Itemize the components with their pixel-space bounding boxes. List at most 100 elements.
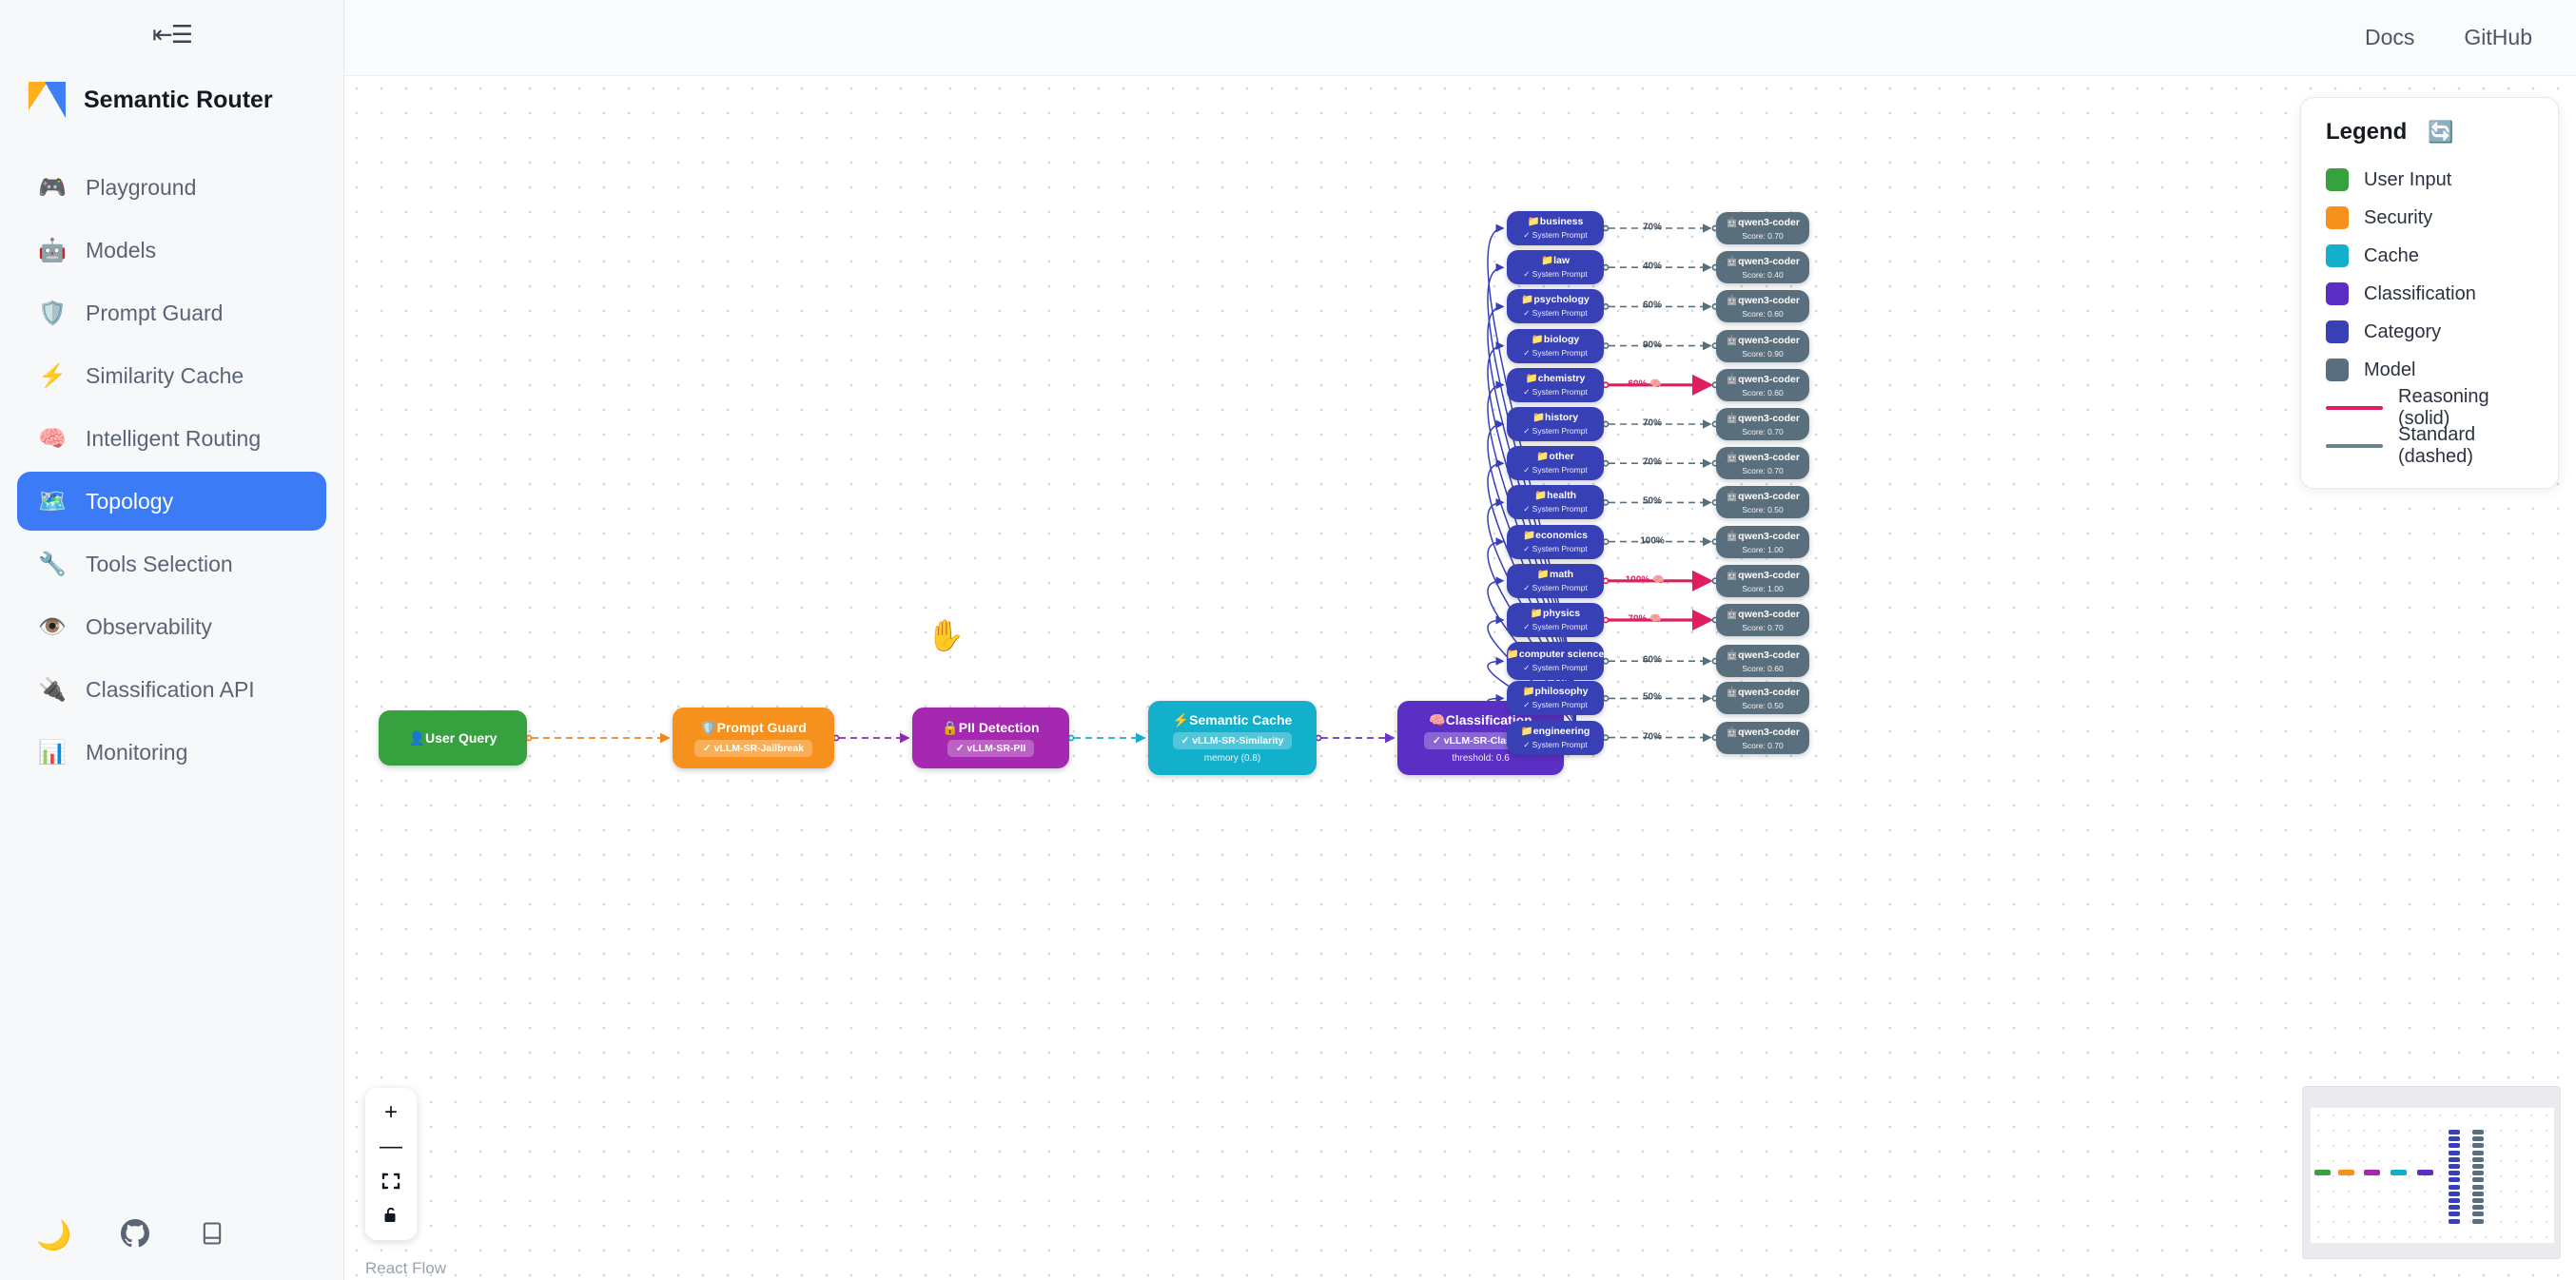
model-label: 🤖qwen3-coder: [1726, 295, 1800, 307]
minimap-node-model-7: [2472, 1177, 2484, 1183]
zoom-in-button[interactable]: +: [383, 1099, 398, 1125]
node-category-other[interactable]: 📁other✓ System Prompt: [1507, 446, 1604, 481]
node-category-chemistry[interactable]: 📁chemistry✓ System Prompt: [1507, 367, 1604, 402]
topbar-link-github[interactable]: GitHub: [2464, 25, 2532, 49]
node-category-economics[interactable]: 📁economics✓ System Prompt: [1507, 524, 1604, 559]
fit-view-icon[interactable]: [365, 1164, 417, 1198]
sidebar-item-icon: 🔌: [38, 676, 67, 703]
node-category-biology[interactable]: 📁biology✓ System Prompt: [1507, 328, 1604, 363]
sidebar-item-tools-selection[interactable]: 🔧Tools Selection: [17, 534, 326, 593]
sidebar: ⇤☰ Semantic Router 🎮Playground🤖Models🛡️P…: [0, 0, 344, 1280]
category-sub: ✓ System Prompt: [1523, 663, 1588, 673]
category-label: 📁computer science: [1506, 649, 1605, 661]
legend-label: Security: [2364, 206, 2433, 228]
category-label: 📁law: [1541, 255, 1570, 267]
node-prompt-guard[interactable]: 🛡️Prompt Guard✓ vLLM-SR-Jailbreak: [673, 708, 834, 768]
node-category-health[interactable]: 📁health✓ System Prompt: [1507, 485, 1604, 520]
node-category-engineering[interactable]: 📁engineering✓ System Prompt: [1507, 720, 1604, 755]
node-category-law[interactable]: 📁law✓ System Prompt: [1507, 250, 1604, 285]
lock-icon[interactable]: [365, 1198, 417, 1232]
model-label: 🤖qwen3-coder: [1726, 687, 1800, 699]
category-sub: ✓ System Prompt: [1523, 308, 1588, 319]
node-category-computer-science[interactable]: 📁computer science ✓ System Prompt: [1506, 642, 1605, 681]
legend-swatch: [2326, 244, 2349, 267]
zoom-out-button[interactable]: —: [380, 1134, 402, 1159]
node-category-history[interactable]: 📁history✓ System Prompt: [1507, 407, 1604, 441]
minimap-node-category-11: [2449, 1205, 2460, 1211]
minimap-node-category-8: [2449, 1184, 2460, 1190]
category-sub: ✓ System Prompt: [1523, 622, 1588, 632]
model-label: 🤖qwen3-coder: [1726, 217, 1800, 228]
minimap-node-pipeline-2: [2364, 1170, 2380, 1175]
edge-label-7: 50%: [1642, 495, 1663, 507]
sidebar-item-topology[interactable]: 🗺️Topology: [17, 472, 326, 531]
node-badge: ✓ vLLM-SR-Similarity: [1172, 732, 1293, 749]
node-title: 🧠Classification: [1429, 712, 1532, 727]
dark-mode-icon[interactable]: 🌙: [36, 1220, 72, 1251]
node-category-philosophy[interactable]: 📁philosophy✓ System Prompt: [1507, 681, 1604, 716]
node-pii-detection[interactable]: 🔒PII Detection✓ vLLM-SR-PII: [912, 708, 1069, 768]
minimap-node-pipeline-1: [2338, 1170, 2354, 1175]
category-sub: ✓ System Prompt: [1523, 347, 1588, 358]
sidebar-item-icon: ⚡: [38, 362, 67, 389]
minimap-node-category-9: [2449, 1191, 2460, 1196]
sidebar-item-similarity-cache[interactable]: ⚡Similarity Cache: [17, 346, 326, 405]
model-score: Score: 0.70: [1742, 466, 1784, 476]
minimap-node-category-13: [2449, 1218, 2460, 1224]
sidebar-item-models[interactable]: 🤖Models: [17, 221, 326, 280]
sidebar-item-icon: 🗺️: [38, 488, 67, 514]
legend-swatch: [2326, 168, 2349, 191]
sidebar-item-icon: 🎮: [38, 174, 67, 201]
legend-line-solid: Reasoning (solid): [2326, 386, 2533, 429]
node-category-math[interactable]: 📁math✓ System Prompt: [1507, 563, 1604, 598]
model-score: Score: 0.50: [1742, 701, 1784, 711]
sidebar-item-playground[interactable]: 🎮Playground: [17, 158, 326, 217]
sidebar-item-prompt-guard[interactable]: 🛡️Prompt Guard: [17, 283, 326, 342]
sidebar-item-observability[interactable]: 👁️Observability: [17, 597, 326, 656]
sidebar-item-label: Intelligent Routing: [86, 425, 262, 451]
flow-canvas[interactable]: 👤User Query 🛡️Prompt Guard✓ vLLM-SR-Jailb…: [344, 76, 2576, 1280]
category-label: 📁health: [1534, 490, 1576, 502]
refresh-icon[interactable]: 🔄: [2428, 120, 2454, 144]
sidebar-item-monitoring[interactable]: 📊Monitoring: [17, 723, 326, 782]
github-icon[interactable]: [121, 1219, 150, 1253]
minimap[interactable]: [2302, 1086, 2561, 1259]
node-category-psychology[interactable]: 📁psychology✓ System Prompt: [1507, 289, 1604, 324]
edge-label-10: 70% 🧠: [1628, 613, 1662, 625]
category-label: 📁physics: [1530, 607, 1581, 619]
topbar-link-docs[interactable]: Docs: [2365, 25, 2415, 49]
edge-label-13: 70%: [1642, 731, 1663, 743]
sidebar-collapse-icon[interactable]: ⇤☰: [151, 19, 193, 48]
node-category-business[interactable]: 📁business✓ System Prompt: [1507, 211, 1604, 245]
node-category-physics[interactable]: 📁physics ✓ System Prompt: [1507, 603, 1604, 637]
sidebar-item-classification-api[interactable]: 🔌Classification API: [17, 660, 326, 719]
model-score: Score: 1.00: [1742, 583, 1784, 593]
minimap-node-model-6: [2472, 1171, 2484, 1176]
sidebar-item-icon: 👁️: [38, 613, 67, 640]
edge-label-2: 60%: [1642, 300, 1663, 311]
sidebar-item-intelligent-routing[interactable]: 🧠 Intelligent Routing: [17, 409, 326, 468]
node-badge: ✓ vLLM-SR-Jailbreak: [693, 739, 813, 757]
sidebar-item-icon: 🧠: [38, 425, 67, 452]
minimap-node-category-4: [2449, 1156, 2460, 1162]
edge-label-5: 70%: [1642, 417, 1663, 429]
node-meta: threshold: 0.6: [1452, 753, 1510, 764]
book-icon[interactable]: [199, 1220, 225, 1252]
node-user-query[interactable]: 👤User Query: [379, 710, 527, 766]
